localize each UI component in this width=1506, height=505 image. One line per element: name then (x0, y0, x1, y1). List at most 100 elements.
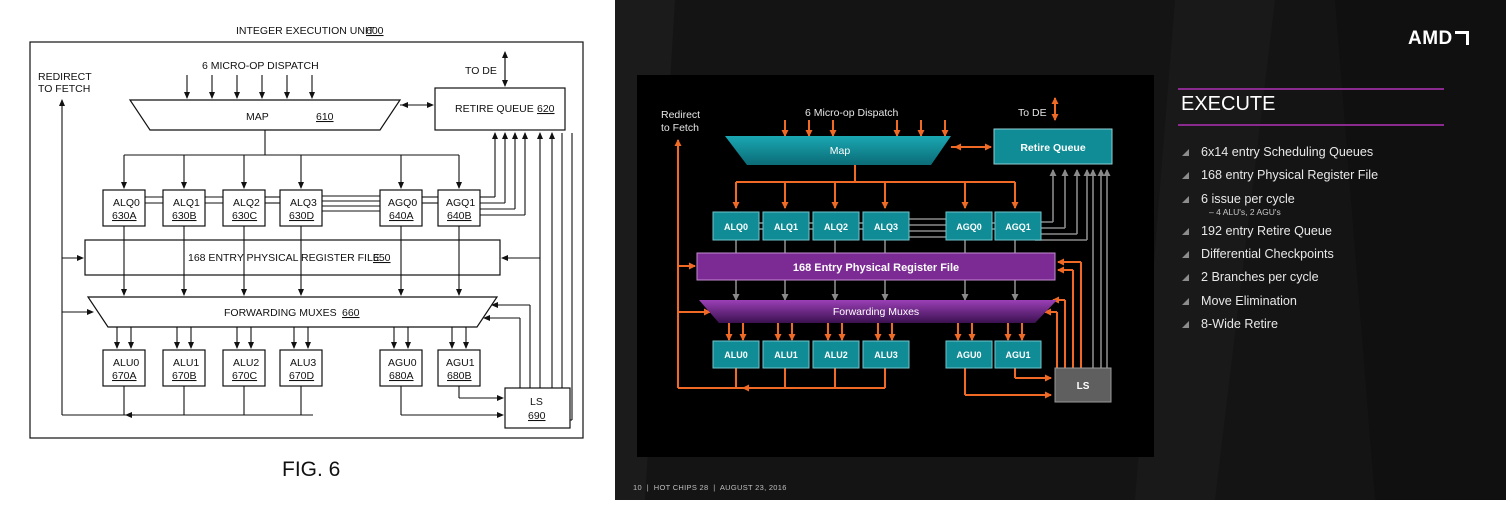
slide-queue-label: ALQ3 (874, 222, 898, 232)
bullet-item: 6 issue per cycle (1182, 192, 1378, 215)
amd-arrow-icon (1454, 31, 1469, 45)
slide-queue-label: AGQ0 (956, 222, 982, 232)
patent-queue-ref: 630D (289, 210, 315, 222)
slide-map-block (725, 136, 951, 165)
amd-slide-panel: 6 Micro-op Dispatch To DE Redirect to Fe… (615, 0, 1506, 500)
patent-unit-name: AGU0 (388, 357, 417, 369)
patent-queue-name: ALQ1 (173, 197, 200, 209)
bullet-item: 8-Wide Retire (1182, 317, 1378, 340)
slide-queue-alq2 (812, 211, 860, 241)
slide-ls-label: LS (1077, 381, 1090, 392)
bullet-triangle-icon (1182, 195, 1189, 203)
slide-queue-alq1 (762, 211, 810, 241)
patent-queue-ref: 630A (112, 210, 137, 222)
patent-retire-queue-block (434, 87, 566, 131)
patent-ls-ref: 690 (528, 410, 546, 422)
feature-bullet-list: 6x14 entry Scheduling Queues 168 entry P… (1182, 145, 1378, 340)
slide-map-label: Map (830, 145, 851, 157)
patent-title: INTEGER EXECUTION UNIT (236, 25, 375, 37)
patent-unit-ref: 670C (232, 370, 258, 382)
patent-unit-name: ALU1 (173, 357, 199, 369)
patent-ls-label: LS (530, 396, 543, 408)
bullet-text: 192 entry Retire Queue (1201, 223, 1332, 238)
slide-regfile-label: 168 Entry Physical Register File (793, 262, 959, 274)
patent-unit-name: ALU3 (290, 357, 316, 369)
patent-map-ref: 610 (316, 111, 334, 123)
patent-queue-name: ALQ0 (113, 197, 140, 209)
patent-queue-ref: 640A (389, 210, 414, 222)
slide-unit-agu1 (994, 340, 1042, 369)
patent-unit-name: ALU2 (233, 357, 259, 369)
slide-unit-alu1 (762, 340, 810, 369)
patent-regfile-ref: 650 (373, 252, 391, 264)
slide-queue-blocks (712, 211, 1042, 241)
slide-queue-label: ALQ0 (724, 222, 748, 232)
bullet-item: 2 Branches per cycle (1182, 270, 1378, 293)
patent-retire-label: RETIRE QUEUE (455, 103, 534, 115)
patent-queue-name: AGQ0 (388, 197, 417, 209)
bullet-text: Differential Checkpoints (1201, 247, 1334, 262)
bullet-text: 2 Branches per cycle (1201, 270, 1319, 285)
patent-retire-ref: 620 (537, 103, 555, 115)
patent-register-file-block (84, 239, 501, 276)
patent-redirect-line2: TO FETCH (38, 83, 90, 95)
slide-forwarding-muxes-block (699, 300, 1057, 323)
patent-queue-name: ALQ2 (233, 197, 260, 209)
patent-wires (59, 51, 573, 421)
slide-to-de-label: To DE (1018, 107, 1047, 119)
heading-bottom-rule (1178, 124, 1444, 126)
patent-queue-ref: 630C (232, 210, 258, 222)
slide-register-file-block (696, 252, 1056, 281)
patent-queue-name: ALQ3 (290, 197, 317, 209)
patent-unit-ref: 670D (289, 370, 315, 382)
patent-unit-ref: 680B (447, 370, 472, 382)
patent-queue-name: AGQ1 (446, 197, 475, 209)
amd-logo-text: AMD (1408, 28, 1453, 49)
bullet-triangle-icon (1182, 172, 1189, 180)
slide-unit-alu2 (812, 340, 860, 369)
bullet-item: Move Elimination (1182, 294, 1378, 317)
slide-unit-agu0 (945, 340, 993, 369)
patent-unit-ref: 670B (172, 370, 197, 382)
patent-dispatch-label: 6 MICRO-OP DISPATCH (202, 60, 319, 72)
patent-muxes-label: FORWARDING MUXES (224, 307, 337, 319)
sub-bullet-item: – 4 ALU's, 2 AGU's (1182, 207, 1378, 224)
patent-unit-name: ALU0 (113, 357, 139, 369)
slide-retire-label: Retire Queue (1020, 142, 1086, 154)
patent-outer-frame (29, 41, 584, 439)
patent-title-ref: 600 (366, 25, 384, 37)
patent-queue-ref: 640B (447, 210, 472, 222)
patent-queue-ref: 630B (172, 210, 197, 222)
slide-queue-label: ALQ1 (774, 222, 798, 232)
bullet-item: 192 entry Retire Queue (1182, 224, 1378, 247)
bullet-triangle-icon (1182, 251, 1189, 259)
slide-queue-label: ALQ2 (824, 222, 848, 232)
patent-map-block (128, 99, 402, 131)
slide-retire-queue-block (993, 128, 1113, 165)
patent-figure-panel: INTEGER EXECUTION UNIT 600 6 MICRO-OP DI… (0, 0, 615, 500)
bullet-item: Differential Checkpoints (1182, 247, 1378, 270)
slide-unit-label: ALU0 (724, 350, 748, 360)
bullet-triangle-icon (1182, 321, 1189, 329)
slide-queue-agq0 (945, 211, 993, 241)
patent-muxes-ref: 660 (342, 307, 360, 319)
patent-regfile-label: 168 ENTRY PHYSICAL REGISTER FILE (188, 252, 380, 264)
slide-queue-agq1 (994, 211, 1042, 241)
patent-figure-svg: INTEGER EXECUTION UNIT 600 6 MICRO-OP DI… (29, 25, 584, 481)
slide-unit-label: AGU0 (956, 350, 981, 360)
slide-redirect-line1: Redirect (661, 109, 700, 121)
slide-unit-blocks (712, 340, 1042, 369)
slide-unit-label: ALU1 (774, 350, 798, 360)
slide-unit-label: ALU3 (874, 350, 898, 360)
slide-redirect-line2: to Fetch (661, 122, 699, 134)
patent-map-label: MAP (246, 111, 269, 123)
patent-to-de-label: TO DE (465, 65, 497, 77)
bullet-text: 168 entry Physical Register File (1201, 168, 1379, 183)
slide-dispatch-label: 6 Micro-op Dispatch (805, 107, 899, 119)
patent-unit-ref: 670A (112, 370, 137, 382)
bullet-item: 6x14 entry Scheduling Queues (1182, 145, 1378, 168)
heading-top-rule (1178, 88, 1444, 90)
slide-unit-alu0 (712, 340, 760, 369)
bullet-text: 8-Wide Retire (1201, 317, 1278, 332)
slide-queue-alq0 (712, 211, 760, 241)
